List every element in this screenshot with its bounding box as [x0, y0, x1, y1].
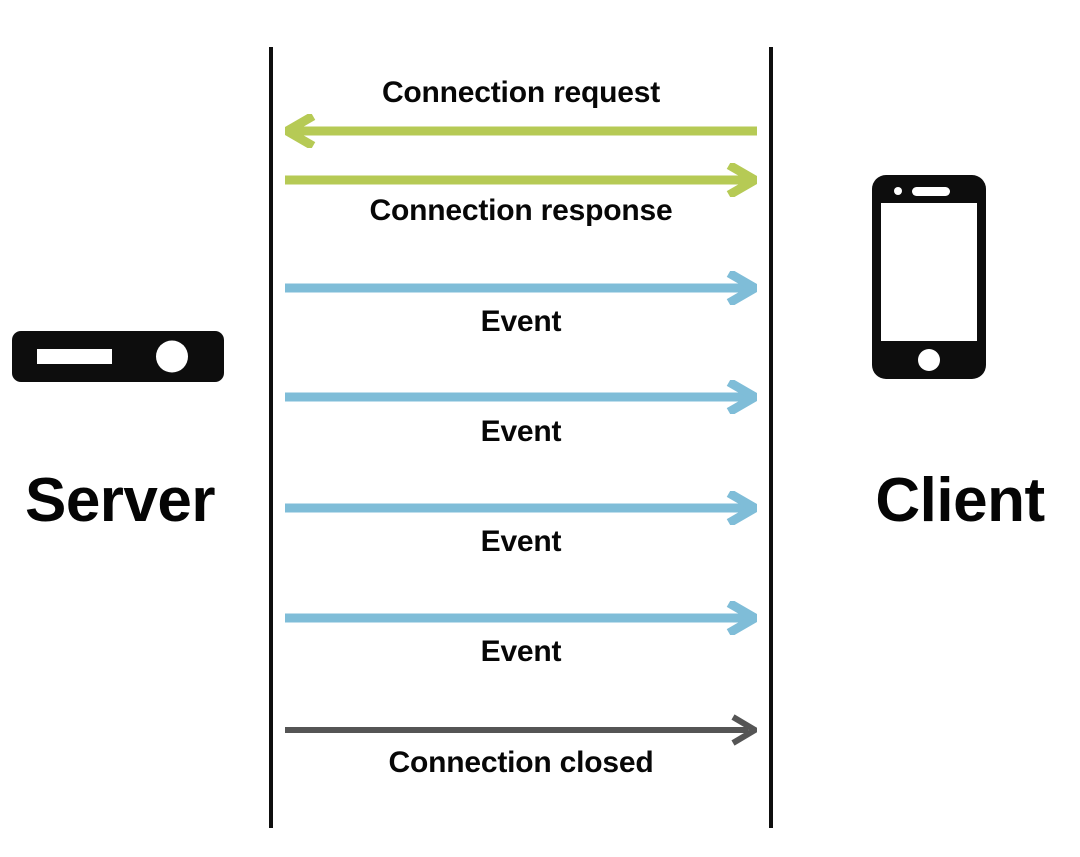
client-lifeline	[769, 47, 773, 828]
message-arrow-6	[285, 599, 765, 637]
message-label-4: Event	[480, 415, 562, 448]
message-label-2: Connection response	[369, 194, 673, 227]
message-arrow-5	[285, 489, 765, 527]
message-label-6: Event	[480, 635, 562, 668]
message-arrow-1	[277, 112, 757, 150]
message-arrow-3	[285, 269, 765, 307]
message-arrow-2	[285, 161, 765, 199]
message-label-3: Event	[480, 305, 562, 338]
server-label: Server	[24, 466, 216, 535]
message-label-1: Connection request	[381, 76, 661, 109]
message-arrow-4	[285, 378, 765, 416]
server-lifeline	[269, 47, 273, 828]
client-label: Client	[875, 466, 1045, 535]
server-icon	[12, 331, 224, 382]
message-arrow-7	[285, 713, 761, 747]
mobile-phone-icon	[872, 175, 986, 379]
message-label-7: Connection closed	[388, 746, 654, 779]
message-label-5: Event	[480, 525, 562, 558]
